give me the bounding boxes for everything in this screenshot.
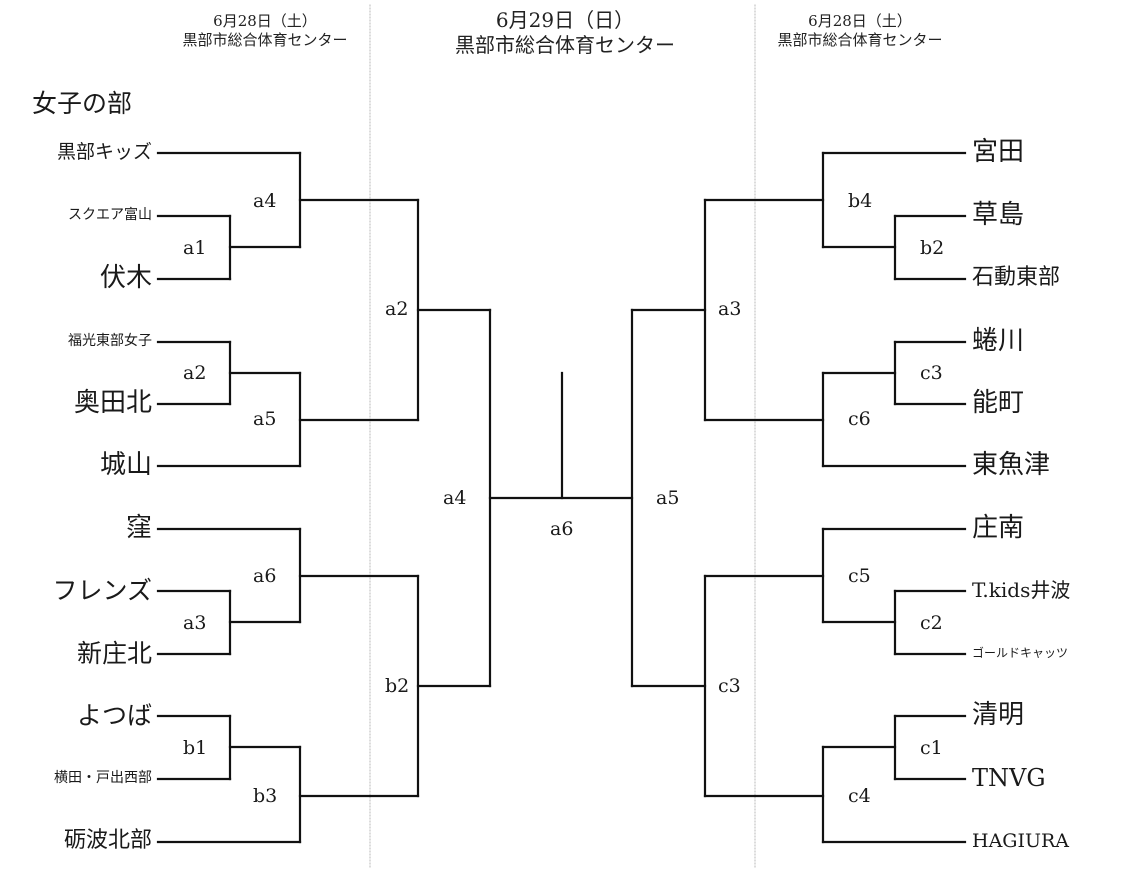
match-code: a3 — [718, 298, 742, 320]
team-right: 庄南 — [972, 513, 1025, 543]
team-right: 蜷川 — [972, 326, 1025, 356]
team-left: 奥田北 — [73, 388, 152, 418]
match-code: c3 — [920, 362, 943, 384]
match-code: a5 — [253, 408, 277, 430]
header-center: 6月29日（日） 黒部市総合体育センター — [420, 8, 710, 58]
category-title: 女子の部 — [32, 89, 133, 118]
team-right: 草島 — [972, 200, 1025, 230]
team-left: 新庄北 — [76, 638, 152, 668]
header-left: 6月28日（土） 黒部市総合体育センター — [140, 12, 390, 50]
match-code: c3 — [718, 675, 741, 697]
header-right-venue: 黒部市総合体育センター — [777, 30, 943, 49]
team-right: HAGIURA — [972, 829, 1070, 852]
match-code: c4 — [848, 785, 871, 807]
team-left: 黒部キッズ — [56, 140, 152, 163]
team-left: よつば — [76, 700, 152, 730]
header-center-date: 6月29日（日） — [495, 8, 635, 32]
header-left-date: 6月28日（土） — [213, 12, 317, 30]
team-right: T.kids井波 — [972, 578, 1071, 602]
header-right-date: 6月28日（土） — [808, 12, 912, 30]
match-code: a2 — [183, 362, 207, 384]
team-left: スクエア富山 — [68, 207, 152, 223]
match-code: b2 — [385, 675, 410, 697]
match-code: c1 — [920, 737, 943, 759]
team-right: ゴールドキャッツ — [972, 646, 1069, 660]
match-code-final: a6 — [550, 518, 574, 540]
team-left: 横田・戸出西部 — [54, 770, 152, 786]
match-code: b1 — [183, 737, 208, 759]
header-left-venue: 黒部市総合体育センター — [182, 30, 348, 49]
match-code: a4 — [443, 487, 467, 509]
team-right: 清明 — [972, 700, 1025, 730]
match-code: c5 — [848, 565, 871, 587]
header-center-venue: 黒部市総合体育センター — [455, 33, 675, 57]
team-left: 城山 — [99, 450, 152, 480]
team-right: 能町 — [972, 388, 1025, 418]
match-code: a1 — [183, 237, 207, 259]
match-code: a2 — [385, 298, 409, 320]
match-code: b2 — [920, 237, 945, 259]
team-left: 福光東部女子 — [68, 333, 152, 349]
match-code: b3 — [253, 785, 278, 807]
match-code: a6 — [253, 565, 277, 587]
match-code: a3 — [183, 612, 207, 634]
team-right: TNVG — [972, 764, 1046, 792]
match-code: c2 — [920, 612, 943, 634]
header-right: 6月28日（土） 黒部市総合体育センター — [735, 12, 985, 50]
team-right: 石動東部 — [972, 265, 1061, 290]
team-right: 宮田 — [972, 137, 1025, 167]
team-right: 東魚津 — [972, 450, 1051, 480]
team-left: 伏木 — [99, 263, 152, 293]
match-code: c6 — [848, 408, 871, 430]
team-left: 窪 — [125, 513, 152, 543]
team-left: フレンズ — [52, 575, 152, 605]
match-code: b4 — [848, 190, 873, 212]
match-code: a4 — [253, 190, 277, 212]
team-left: 砺波北部 — [63, 828, 152, 853]
match-code: a5 — [656, 487, 680, 509]
